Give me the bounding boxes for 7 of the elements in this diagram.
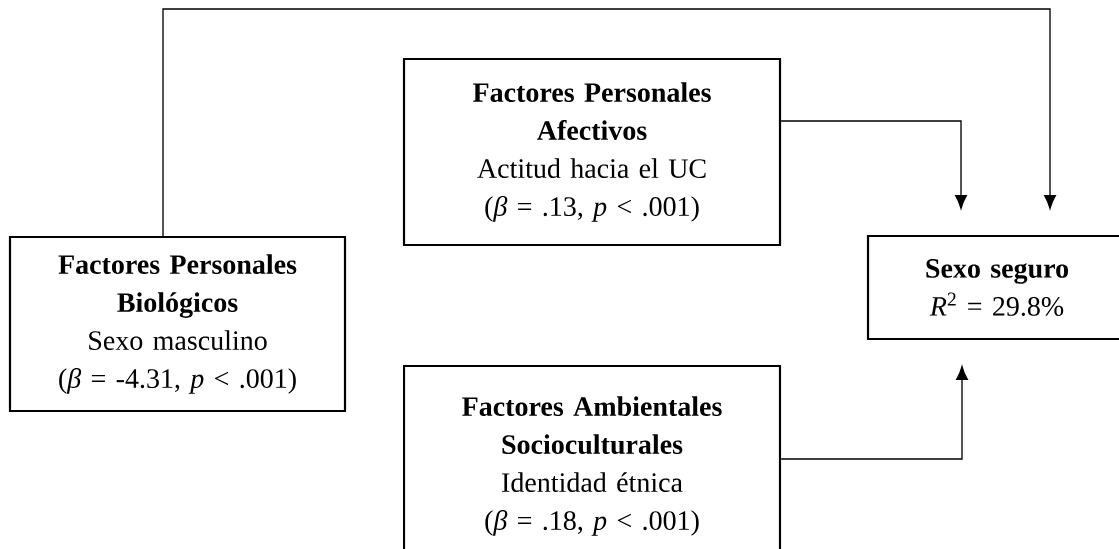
arrow: [780, 366, 968, 460]
factor-box: Factores Personales Biológicos Sexo masculino (β = -4.31, p < .001): [8, 235, 347, 413]
arrow: [162, 8, 1056, 237]
outcome-box: Sexo seguro R$^{2}$ = 29.8%: [866, 234, 1119, 341]
factor-box: Factores Ambientales Socioculturales Identidad étnica (β = .18, p < .001): [402, 364, 782, 549]
factor-box: Factores Personales Afectivos Actitud hacia el UC (β = .13, p < .001): [402, 57, 782, 247]
arrow: [780, 120, 967, 209]
